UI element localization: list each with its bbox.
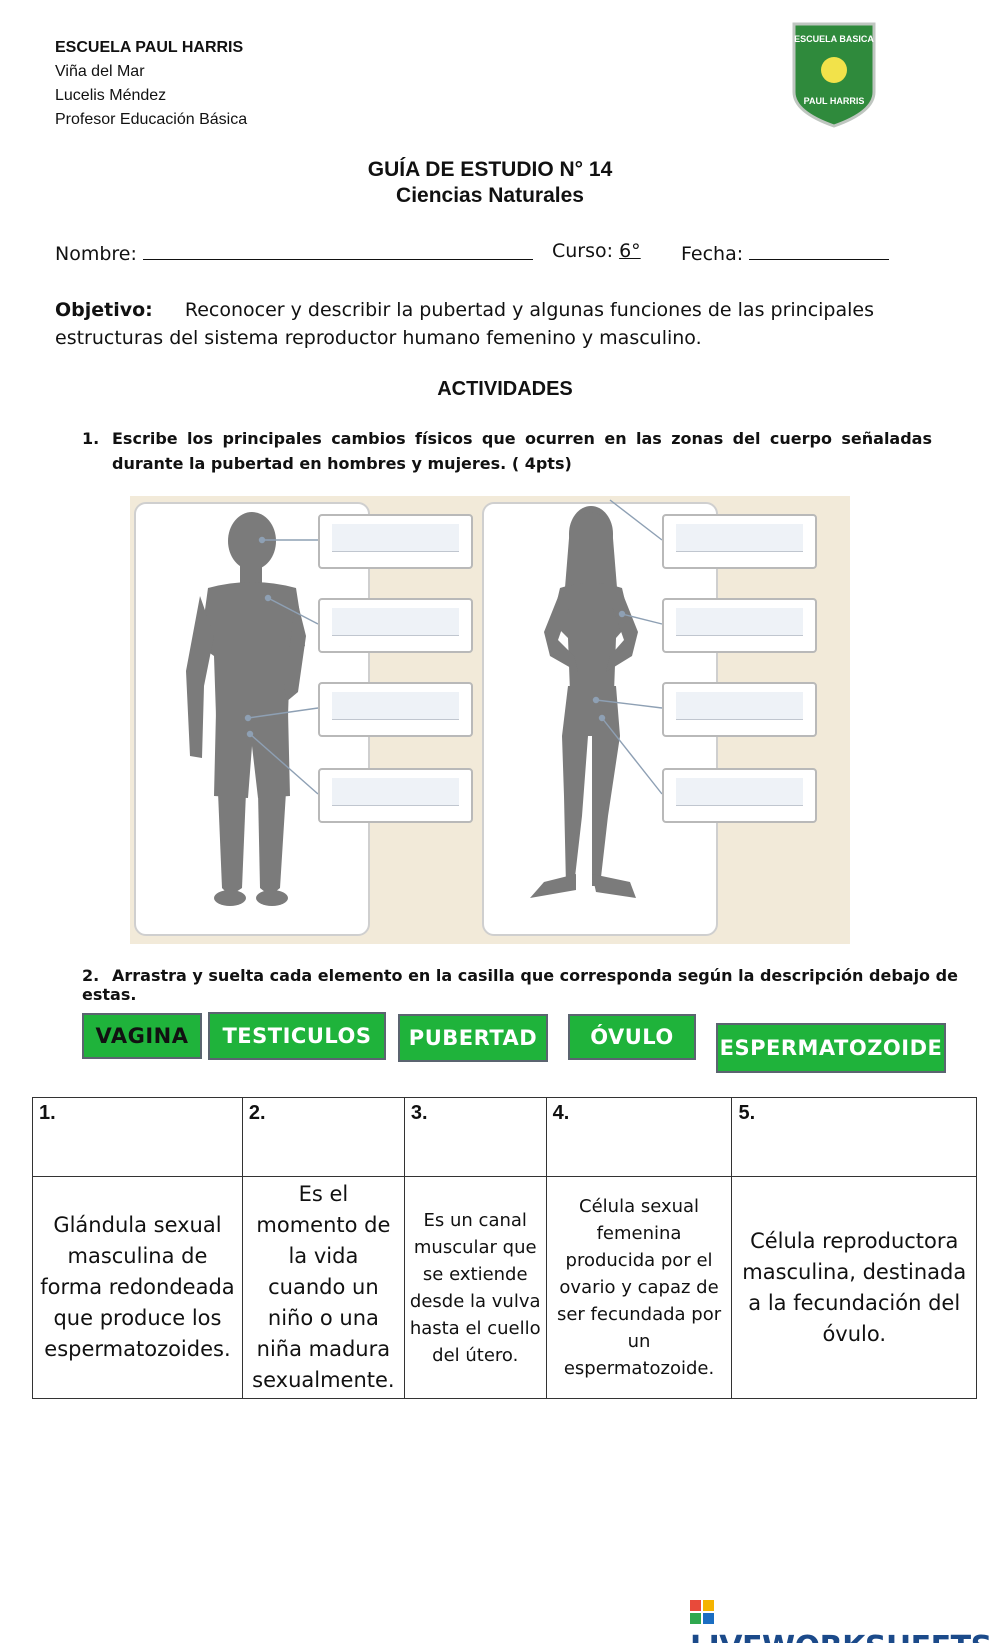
- drop-cell-4[interactable]: 4.: [545, 1097, 733, 1177]
- course-label: Curso:: [552, 240, 614, 262]
- question-2-text: Arrastra y suelta cada elemento en la ca…: [82, 966, 958, 1004]
- guide-subtitle: Ciencias Naturales: [396, 184, 584, 207]
- answer-box-boy-2[interactable]: [318, 598, 473, 653]
- description-5: Célula reproductora masculina, destinada…: [731, 1176, 977, 1399]
- word-tile-ovulo[interactable]: ÓVULO: [568, 1014, 696, 1060]
- date-field[interactable]: Fecha:: [681, 240, 890, 265]
- description-1: Glándula sexual masculina de forma redon…: [32, 1176, 243, 1399]
- answer-box-boy-3[interactable]: [318, 682, 473, 737]
- answer-box-girl-1[interactable]: [662, 514, 817, 569]
- objective-text: Reconocer y describir la pubertad y algu…: [55, 299, 874, 349]
- teacher-role: Profesor Educación Básica: [55, 111, 248, 128]
- guide-title: GUÍA DE ESTUDIO N° 14: [367, 158, 613, 181]
- liveworksheets-logo-icon: [690, 1600, 714, 1624]
- course-value: 6°: [619, 240, 641, 262]
- date-line[interactable]: [749, 240, 890, 260]
- pointer-lines: [244, 499, 663, 795]
- question-1-number: 1.: [82, 429, 100, 448]
- word-tile-pubertad[interactable]: PUBERTAD: [398, 1014, 548, 1062]
- teacher-name: Lucelis Méndez: [55, 87, 167, 104]
- silhouettes: [186, 499, 663, 906]
- boy-silhouette: [186, 512, 306, 906]
- drop-cell-2[interactable]: 2.: [241, 1097, 405, 1177]
- description-3: Es un canal muscular que se extiende des…: [403, 1176, 547, 1399]
- question-2-number: 2.: [82, 966, 100, 985]
- girl-silhouette: [530, 506, 638, 898]
- objective: Objetivo: Reconocer y describir la puber…: [55, 296, 885, 352]
- answer-box-girl-2[interactable]: [662, 598, 817, 653]
- word-tile-espermatozoide[interactable]: ESPERMATOZOIDE: [716, 1023, 946, 1073]
- question-1-text: Escribe los principales cambios físicos …: [112, 429, 932, 473]
- school-name: ESCUELA PAUL HARRIS: [55, 39, 244, 56]
- matching-table: 1. 2. 3. 4. 5. Glándula sexual masculina…: [32, 1097, 977, 1399]
- drop-cell-5[interactable]: 5.: [731, 1097, 977, 1177]
- question-1: 1. Escribe los principales cambios físic…: [82, 426, 932, 476]
- date-label: Fecha:: [681, 243, 744, 265]
- school-header: ESCUELA PAUL HARRIS Viña del Mar Lucelis…: [55, 36, 247, 132]
- answer-box-boy-1[interactable]: [318, 514, 473, 569]
- body-diagram: [130, 496, 850, 944]
- logo-top-text: ESCUELA BASICA: [794, 34, 874, 44]
- objective-label: Objetivo:: [55, 299, 153, 321]
- drop-cell-3[interactable]: 3.: [403, 1097, 547, 1177]
- question-2: 2.Arrastra y suelta cada elemento en la …: [82, 966, 1000, 1004]
- word-tile-testiculos[interactable]: TESTICULOS: [208, 1012, 386, 1060]
- name-field[interactable]: Nombre:: [55, 240, 533, 265]
- logo-bottom-text: PAUL HARRIS: [804, 96, 865, 106]
- liveworksheets-watermark: LIVEWORKSHEETS: [690, 1595, 1000, 1643]
- name-line[interactable]: [142, 240, 533, 260]
- answer-box-girl-4[interactable]: [662, 768, 817, 823]
- description-row: Glándula sexual masculina de forma redon…: [32, 1176, 977, 1399]
- answer-box-girl-3[interactable]: [662, 682, 817, 737]
- description-4: Célula sexual femenina producida por el …: [545, 1176, 733, 1399]
- watermark-text: LIVEWORKSHEETS: [690, 1630, 992, 1643]
- course-field: Curso: 6°: [552, 240, 641, 262]
- activities-heading: ACTIVIDADES: [437, 378, 573, 400]
- name-label: Nombre:: [55, 243, 137, 265]
- drop-row: 1. 2. 3. 4. 5.: [32, 1097, 977, 1177]
- school-logo: ESCUELA BASICA PAUL HARRIS: [792, 22, 876, 128]
- drop-cell-1[interactable]: 1.: [32, 1097, 243, 1177]
- description-2: Es el momento de la vida cuando un niño …: [241, 1176, 405, 1399]
- answer-box-boy-4[interactable]: [318, 768, 473, 823]
- school-city: Viña del Mar: [55, 63, 145, 80]
- word-tile-vagina[interactable]: VAGINA: [82, 1013, 202, 1059]
